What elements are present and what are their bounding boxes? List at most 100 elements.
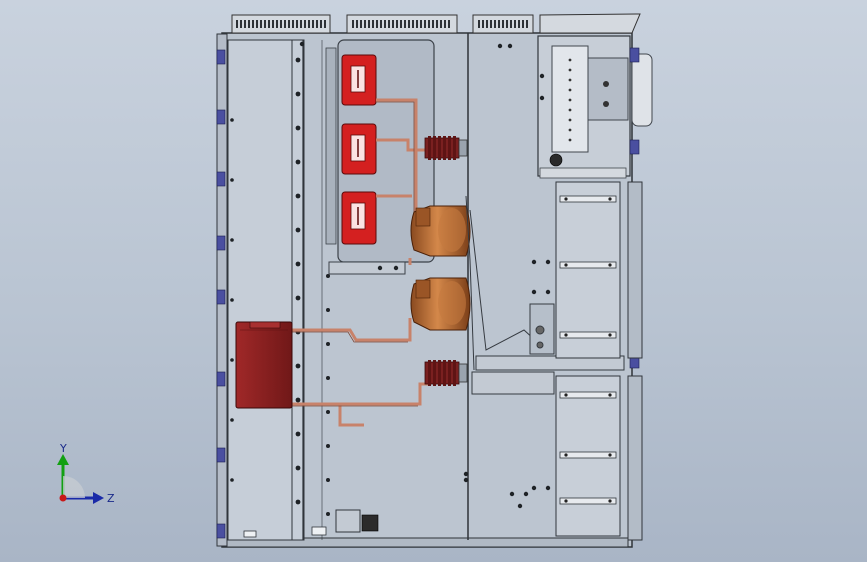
blue-clip <box>629 47 640 63</box>
vent-slot <box>292 20 294 28</box>
vent-slot <box>264 20 266 28</box>
vent-slot <box>436 20 438 28</box>
bolt <box>326 410 330 414</box>
vent-slot <box>510 20 512 28</box>
left-blue-clips <box>216 49 226 539</box>
vent-slot <box>444 20 446 28</box>
vent-slot <box>300 20 302 28</box>
bolt <box>295 125 301 131</box>
bolt <box>295 227 301 233</box>
bolt <box>230 418 234 422</box>
vent-slot <box>404 20 406 28</box>
bolt <box>509 491 515 497</box>
bolt <box>497 43 503 49</box>
terminal-dot <box>568 88 572 92</box>
hinge <box>559 497 617 505</box>
vent-slot <box>440 20 442 28</box>
bolt <box>230 358 234 362</box>
terminal-dot <box>603 101 609 107</box>
hinge-bolt <box>564 393 568 397</box>
terminal-dot <box>568 128 572 132</box>
vent-slot <box>240 20 242 28</box>
vent-slot <box>400 20 402 28</box>
hinge-bolt <box>608 393 612 397</box>
vent-slot <box>490 20 492 28</box>
vent-slot <box>478 20 480 28</box>
vent-slot <box>252 20 254 28</box>
earthing-switch-mechanism <box>465 195 625 395</box>
terminal-dot <box>603 81 609 87</box>
bolt <box>295 295 301 301</box>
insulator-rib <box>443 360 446 386</box>
vent-slot <box>312 20 314 28</box>
y-axis-arrow <box>57 454 69 465</box>
vent-slot <box>424 20 426 28</box>
bolt <box>326 512 330 516</box>
bolt <box>531 485 537 491</box>
hinge-bolt <box>564 333 568 337</box>
vent-slot <box>320 20 322 28</box>
left-column-bolts <box>230 57 330 516</box>
insulator-rib <box>428 360 431 386</box>
blue-clip <box>216 109 226 125</box>
insulator-rib <box>433 360 436 386</box>
vent-slot <box>276 20 278 28</box>
bolt <box>295 159 301 165</box>
blue-clip <box>216 523 226 539</box>
terminal-dot <box>568 78 572 82</box>
right-lower-panels <box>555 47 643 541</box>
bolt <box>230 178 234 182</box>
bolt <box>299 41 305 47</box>
bolt <box>295 261 301 267</box>
blue-clip <box>216 49 226 65</box>
hinge <box>559 451 617 459</box>
vent-slot <box>486 20 488 28</box>
insulator-rib <box>448 360 451 386</box>
vent-slot <box>368 20 370 28</box>
left-panel-column <box>216 33 330 547</box>
bolt <box>295 363 301 369</box>
insulator-rib <box>438 136 441 160</box>
vent-slot <box>518 20 520 28</box>
vent-slot <box>428 20 430 28</box>
vent-slot <box>352 20 354 28</box>
blue-clip <box>216 235 226 251</box>
vent-slot <box>498 20 500 28</box>
hinge-bolt <box>608 499 612 503</box>
hinge-bolt <box>608 453 612 457</box>
vent-slot <box>448 20 450 28</box>
triad-base-arc <box>63 476 85 498</box>
vent-slot <box>522 20 524 28</box>
hinge <box>559 391 617 399</box>
vent-slot <box>376 20 378 28</box>
hinge-bolt <box>564 499 568 503</box>
bolt <box>326 444 330 448</box>
right-panel-hinges <box>559 195 617 505</box>
top-hood-right <box>539 13 641 34</box>
vent-slot <box>380 20 382 28</box>
vent-slot <box>384 20 386 28</box>
bolt <box>326 274 330 278</box>
hinge <box>559 195 617 203</box>
left-side-panel <box>227 39 305 541</box>
vent-slots <box>236 20 528 28</box>
voltage-transformer <box>235 321 293 409</box>
vent-slot <box>364 20 366 28</box>
origin-dot <box>59 494 67 502</box>
terminal-dot <box>568 138 572 142</box>
vent-slot <box>304 20 306 28</box>
vent-slot <box>420 20 422 28</box>
vent-slot <box>280 20 282 28</box>
terminal-dot <box>568 108 572 112</box>
bolt <box>326 478 330 482</box>
hinge-bolt <box>608 333 612 337</box>
vent-slot <box>316 20 318 28</box>
vent-slot <box>388 20 390 28</box>
bolt <box>545 485 551 491</box>
vent-slot <box>432 20 434 28</box>
bolt <box>463 471 469 477</box>
vent-slot <box>356 20 358 28</box>
vent-slot <box>284 20 286 28</box>
insulator-rib <box>438 360 441 386</box>
